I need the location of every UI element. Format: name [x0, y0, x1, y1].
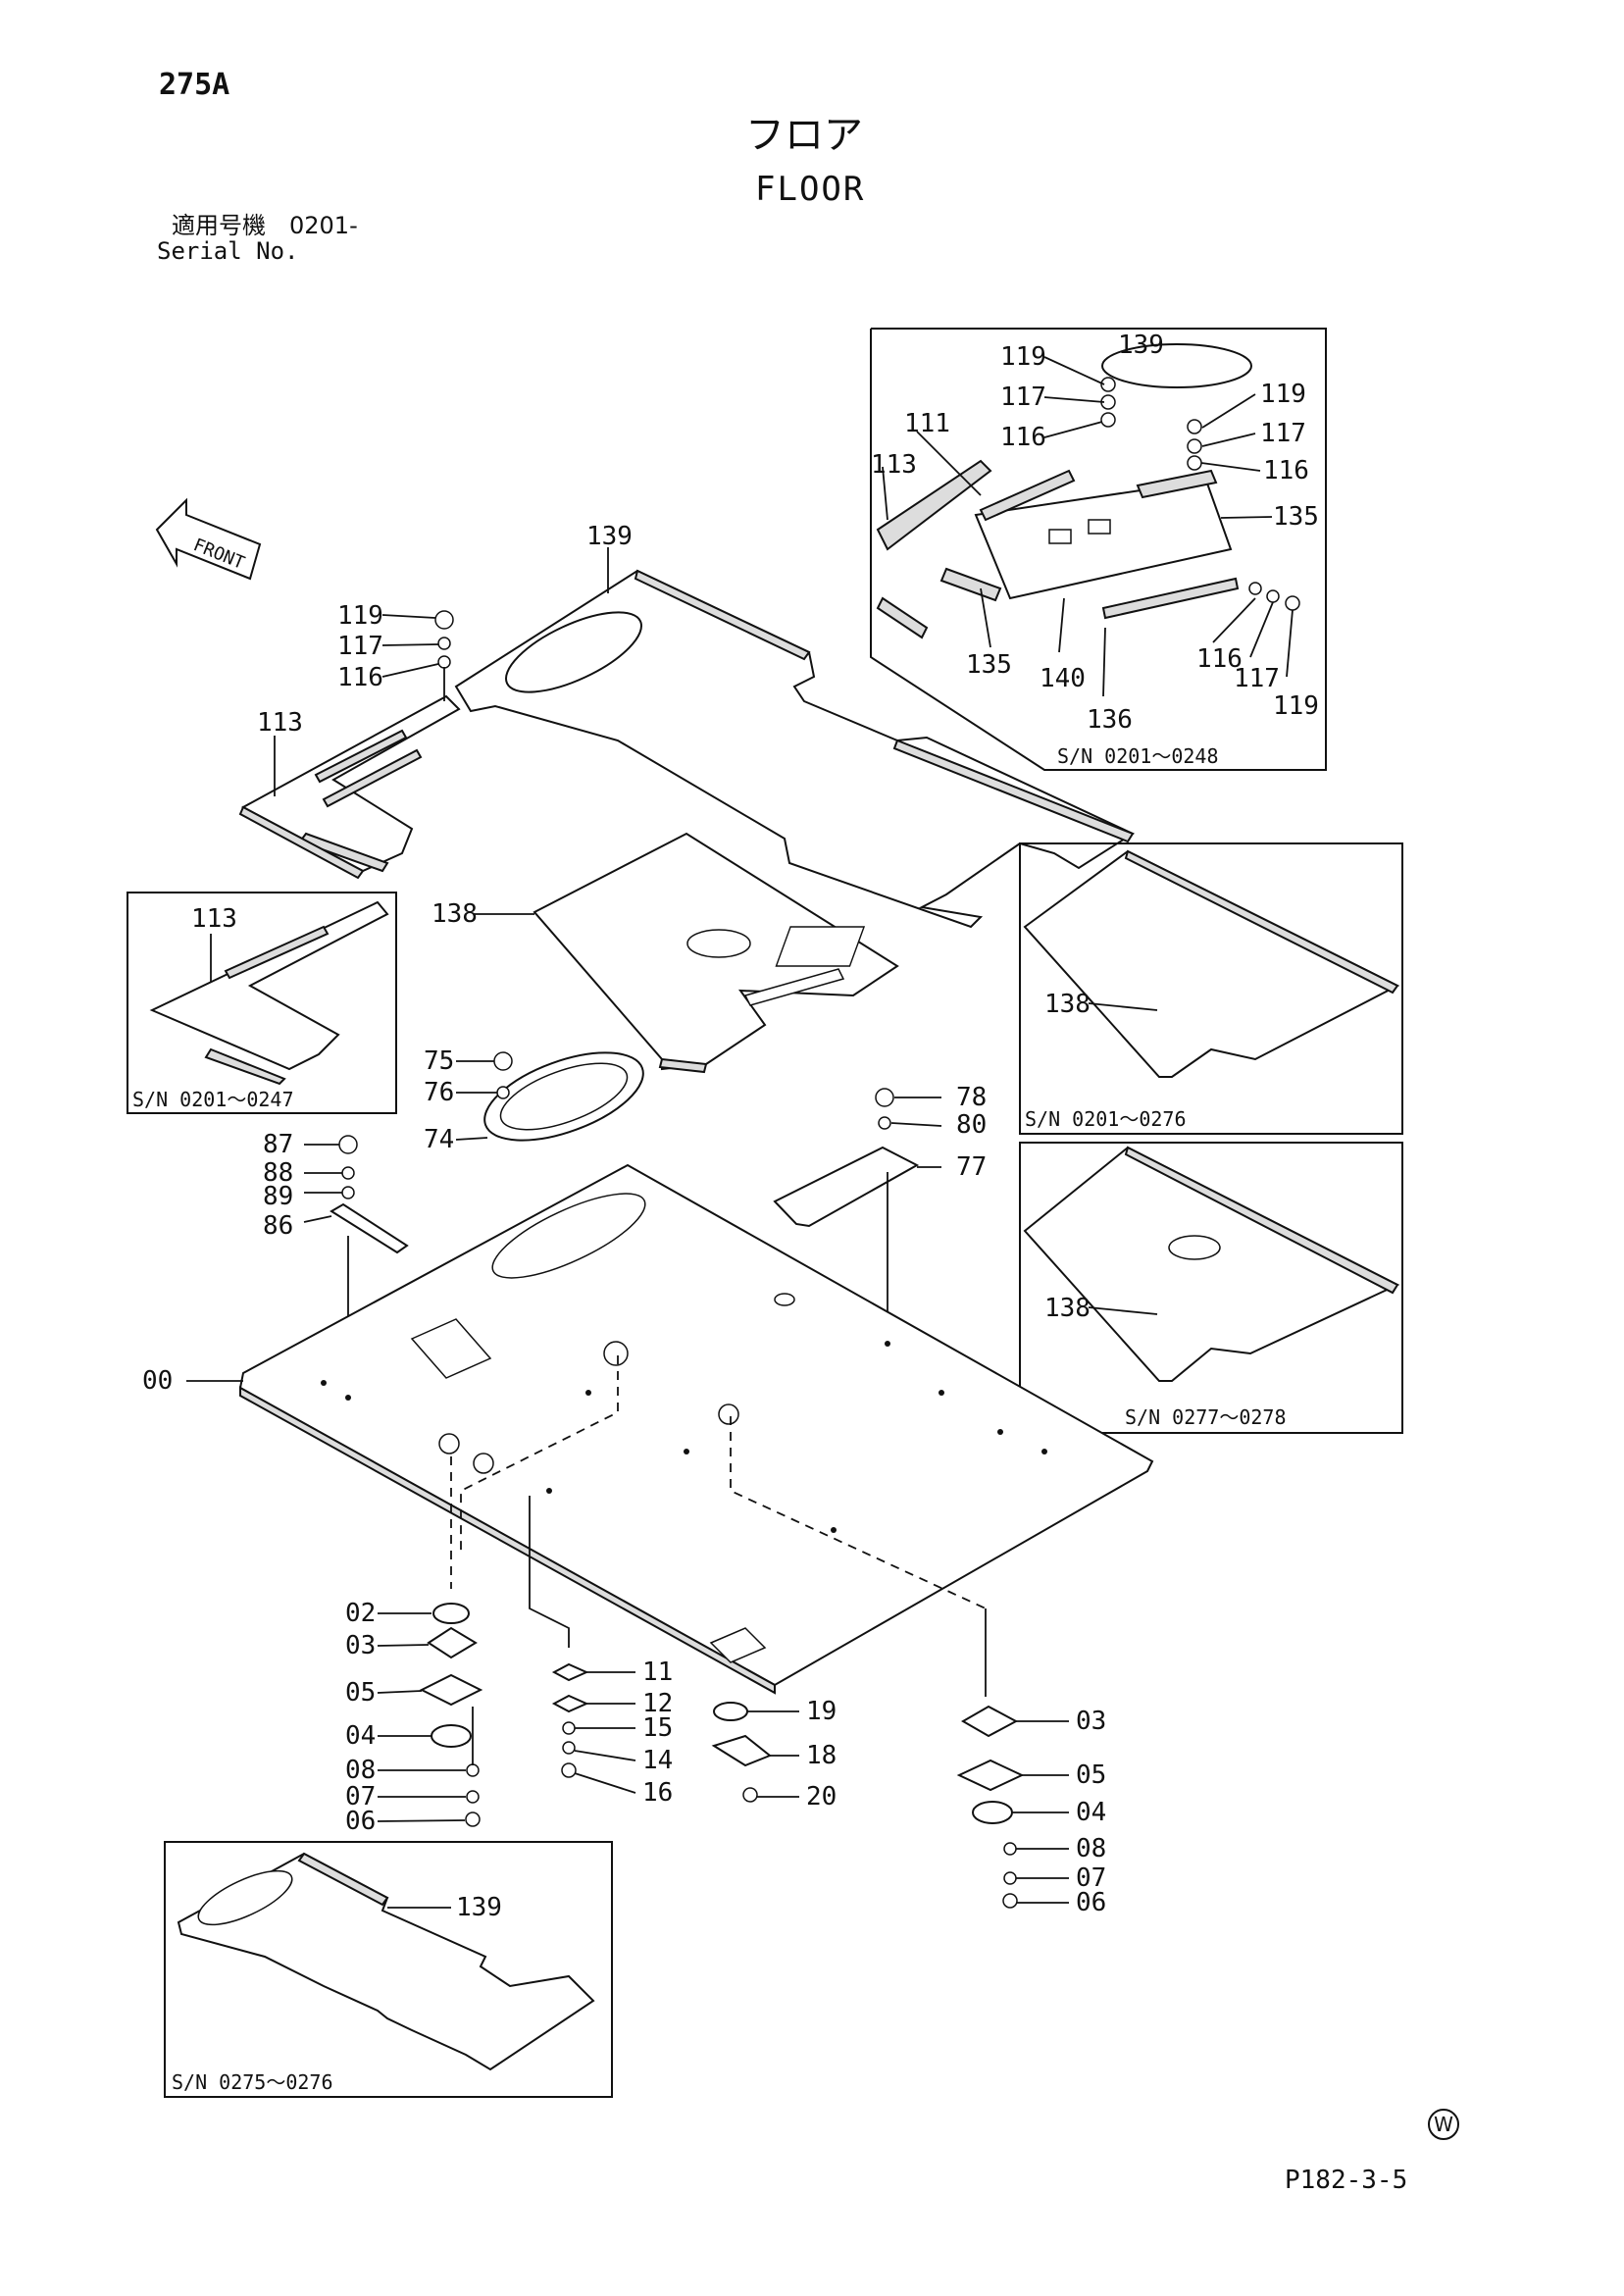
- part-number-callout: 119: [337, 601, 383, 631]
- part-number-callout: 138: [1044, 990, 1091, 1019]
- part-number-callout: 87: [263, 1130, 293, 1159]
- serial-label: Serial No.: [157, 237, 299, 265]
- inset-floor-mat-opening: [1101, 343, 1252, 388]
- part-number-callout: 117: [1260, 419, 1306, 448]
- part-number-callout: 117: [337, 632, 383, 661]
- part-number-callout: 116: [1196, 644, 1243, 674]
- part-number-callout: 04: [1076, 1798, 1106, 1827]
- assembly-guide-lines: [450, 1355, 987, 1697]
- part-number-callout: 03: [345, 1631, 376, 1660]
- part-number-callout: 139: [1118, 331, 1164, 360]
- part-number-callout: 86: [263, 1211, 293, 1241]
- part-number-callout: 18: [806, 1741, 837, 1770]
- catalog-code: 275A: [159, 68, 230, 102]
- part-number-callout: 116: [1263, 456, 1309, 485]
- part-number-callout: 04: [345, 1721, 376, 1751]
- part-number-callout: 119: [1260, 380, 1306, 409]
- part-number-callout: 117: [1000, 383, 1046, 412]
- part-number-callout: 80: [956, 1110, 987, 1140]
- part-number-callout: 00: [142, 1366, 173, 1396]
- front-arrow-icon: FRONT: [155, 497, 262, 581]
- plate-138: 138: [431, 832, 899, 1074]
- part-number-callout: 12: [642, 1689, 673, 1718]
- part-number-callout: 116: [337, 663, 383, 692]
- part-number-callout: 139: [456, 1893, 502, 1922]
- part-number-callout: 11: [642, 1658, 673, 1687]
- part-number-callout: S/N 0277～0278: [1125, 1405, 1287, 1429]
- part-number-callout: S/N 0201～0247: [132, 1088, 294, 1111]
- part-number-callout: 03: [1076, 1707, 1106, 1736]
- part-number-callout: 08: [345, 1756, 376, 1785]
- part-number-callout: 139: [586, 522, 633, 551]
- part-number-callout: 06: [345, 1807, 376, 1836]
- floor-plate-00: 00: [142, 1163, 1154, 1695]
- part-number-callout: 135: [1273, 502, 1319, 532]
- mount-stack-right: 03 05 04 08 07 06: [956, 1705, 1106, 1917]
- part-number-callout: 19: [806, 1697, 837, 1726]
- mount-stack-center: 11 12 15 14 16: [551, 1658, 673, 1808]
- part-number-callout: 05: [1076, 1760, 1106, 1790]
- floor-mat-139: 139: [454, 522, 1136, 929]
- part-number-callout: 138: [1044, 1294, 1091, 1323]
- part-number-callout: S/N 0201～0276: [1025, 1107, 1187, 1131]
- part-number-callout: 78: [956, 1083, 987, 1112]
- strap-86: 87 88 89 86: [263, 1130, 409, 1398]
- part-number-callout: 113: [191, 904, 237, 934]
- part-number-callout: 02: [345, 1599, 376, 1628]
- serial-label-japanese: 適用号機 0201-: [172, 212, 358, 239]
- part-number-callout: 113: [871, 450, 917, 480]
- part-number-callout: 138: [431, 899, 478, 929]
- part-number-callout: 119: [1000, 342, 1046, 372]
- bracket-77: 78 80 77: [773, 1083, 987, 1344]
- part-number-callout: 14: [642, 1746, 673, 1775]
- part-number-callout: 88: [263, 1158, 293, 1188]
- inset-right-138-a: 138 S/N 0201～0276: [775, 842, 1403, 1135]
- part-number-callout: 135: [966, 650, 1012, 680]
- part-number-callout: 117: [1234, 664, 1280, 693]
- part-number-callout: 89: [263, 1182, 293, 1211]
- part-number-callout: 06: [1076, 1888, 1106, 1917]
- part-number-callout: 75: [424, 1046, 454, 1076]
- inset-bottom-139: 139 S/N 0275～0276: [164, 1841, 613, 2098]
- part-number-callout: 140: [1040, 664, 1086, 693]
- part-number-callout: 116: [1000, 423, 1046, 452]
- part-number-callout: 16: [642, 1778, 673, 1808]
- part-number-callout: 111: [904, 409, 950, 438]
- part-number-callout: 136: [1087, 705, 1133, 735]
- mount-stack-18: 19 18 20: [711, 1697, 837, 1811]
- inset-right-138-b: 138 S/N 0277～0278: [1019, 1142, 1403, 1434]
- page-reference: P182-3-5: [1285, 2166, 1408, 2195]
- part-number-callout: 05: [345, 1678, 376, 1708]
- part-number-callout: 76: [424, 1078, 454, 1107]
- inset-floor-plate: [974, 479, 1233, 600]
- inset-serial-range: S/N 0201～0248: [1057, 744, 1219, 768]
- part-number-callout: 08: [1076, 1834, 1106, 1863]
- part-number-callout: 15: [642, 1713, 673, 1743]
- inset-left-113: 113 S/N 0201～0247: [127, 892, 397, 1114]
- part-number-callout: 119: [1273, 691, 1319, 721]
- part-number-callout: S/N 0275～0276: [172, 2070, 333, 2094]
- plate-113: 119 117 116 113: [238, 601, 461, 880]
- w-mark-icon: W: [1428, 2109, 1459, 2140]
- part-number-callout: 20: [806, 1782, 837, 1811]
- mount-stack-left: 02 03 05 04 08 07 06: [345, 1599, 483, 1836]
- part-number-callout: 07: [345, 1782, 376, 1811]
- cover-74: 75 76 74: [424, 1046, 644, 1154]
- part-number-callout: 07: [1076, 1863, 1106, 1893]
- page-title: FLOOR: [755, 170, 866, 209]
- page-title-japanese: フロア: [745, 113, 863, 158]
- part-number-callout: 113: [257, 708, 303, 738]
- part-number-callout: 74: [424, 1125, 454, 1154]
- part-number-callout: 77: [956, 1152, 987, 1182]
- inset-top-right: 119 139 117 119 117 116 111 113 116 135 …: [870, 328, 1327, 771]
